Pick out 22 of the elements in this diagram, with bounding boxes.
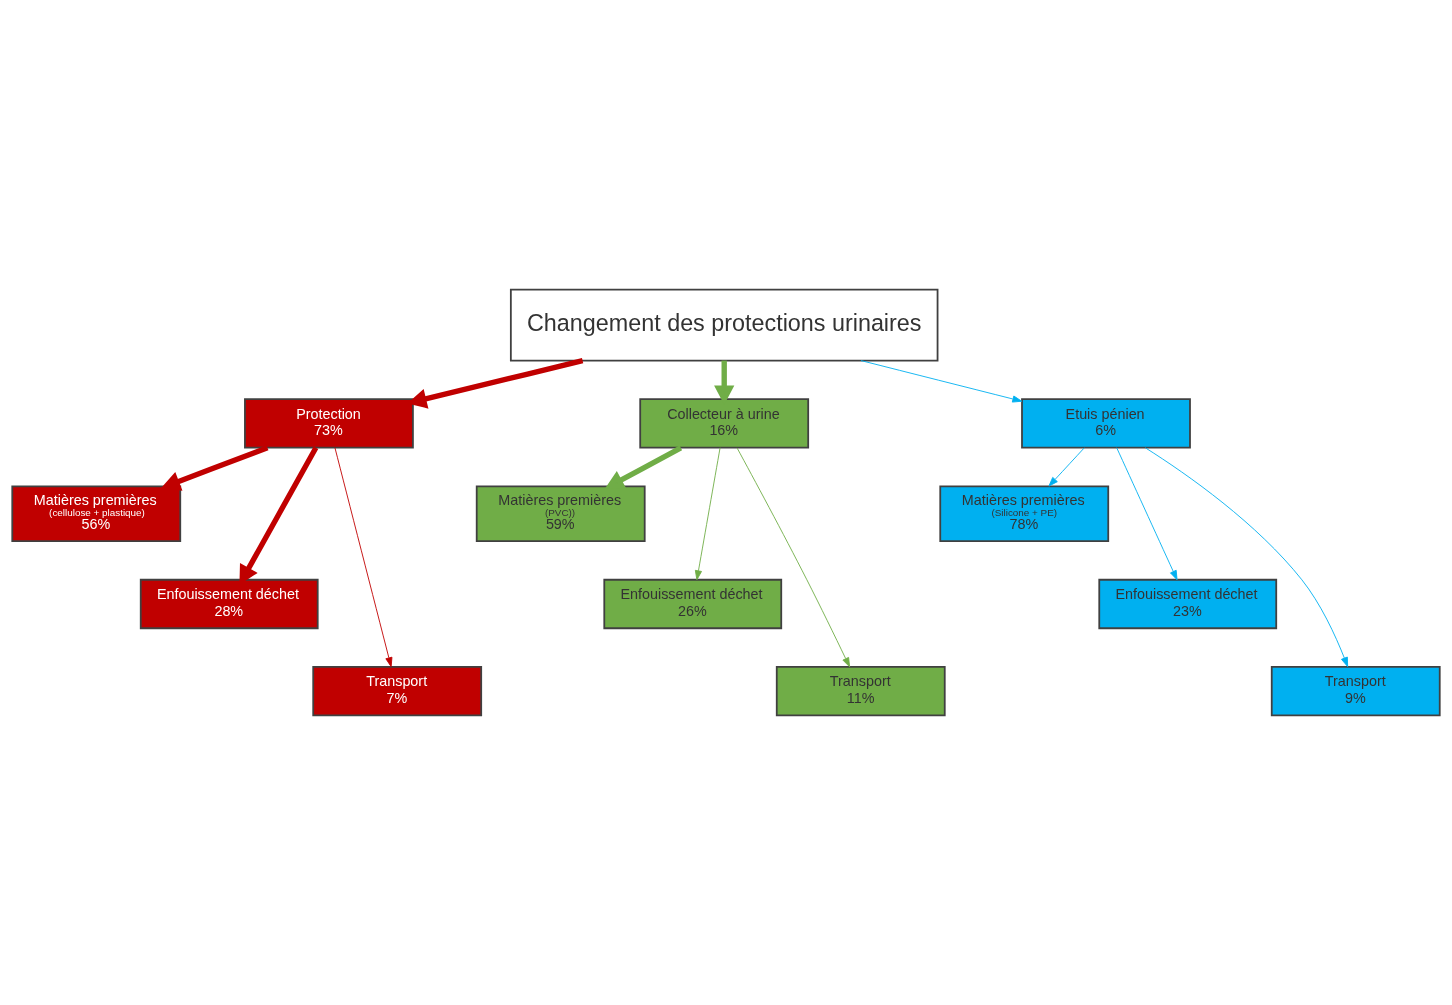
arrow (694, 447, 721, 581)
arrow (1144, 447, 1349, 668)
node-box: Collecteur à urine 16% (639, 398, 810, 449)
arrow (860, 360, 1023, 403)
node-box: Transport 11% (775, 666, 946, 717)
node-box: Transport 9% (1270, 666, 1441, 717)
node-box: Matières premières (Silicone + PE) 78% (939, 485, 1110, 543)
node-box: Transport 7% (312, 666, 483, 717)
arrow (736, 447, 851, 668)
node-box: Protection 73% (244, 398, 414, 449)
node-box: Enfouissement déchet 28% (139, 578, 319, 630)
node-box: Enfouissement déchet 26% (603, 578, 783, 630)
node-box: Matières premières (cellulose + plastique) 56% (11, 485, 182, 543)
arrow (604, 445, 683, 490)
arrow (1048, 447, 1085, 487)
node-box: Etuis pénien 6% (1021, 398, 1191, 449)
arrow (334, 447, 393, 668)
arrow (160, 445, 269, 491)
node-box: Enfouissement déchet 23% (1098, 578, 1278, 630)
node-box: Changement des protections urinaires (509, 288, 939, 362)
arrow (1116, 447, 1178, 581)
node-box: Matières premières (PVC)) 59% (475, 485, 646, 543)
